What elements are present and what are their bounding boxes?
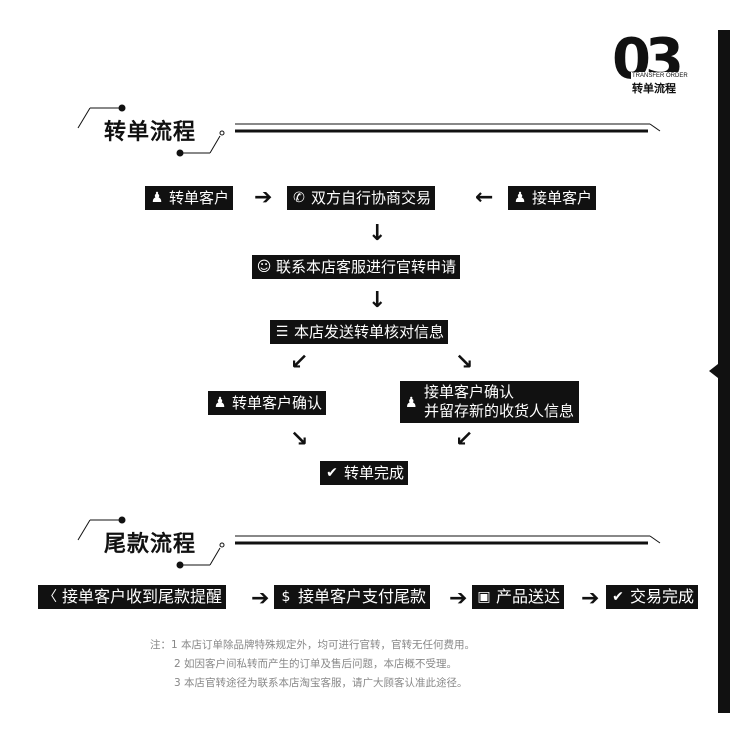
- arrow-down-right: ↘: [290, 427, 309, 452]
- arrow-right: ➔: [251, 586, 270, 611]
- arrow-right: ➔: [254, 185, 273, 210]
- user-icon: ♟: [405, 395, 418, 411]
- logo-subtitle: TRANSFER ORDER: [631, 72, 689, 80]
- side-notch: [709, 364, 718, 378]
- verify-box: ☰ 本店发送转单核对信息: [270, 320, 449, 344]
- seller-customer-box: ♟ 转单客户: [145, 186, 234, 210]
- list-icon: ☰: [275, 324, 289, 340]
- buyer-confirm-line2: 并留存新的收货人信息: [424, 402, 575, 420]
- done-label: 转单完成: [344, 464, 405, 482]
- note-line3: 3 本店官转途径为联系本店淘宝客服，请广大顾客认准此途径。: [174, 677, 468, 689]
- balance-step3-label: 产品送达: [496, 587, 561, 606]
- buyer-confirm-line1: 接单客户确认: [424, 383, 515, 401]
- balance-step3-box: ▣ 产品送达: [472, 585, 565, 609]
- notes: 注：1 本店订单除品牌特殊规定外，均可进行官转，官转无任何费用。 2 如因客户间…: [150, 636, 475, 693]
- section1-decoration: [77, 104, 661, 157]
- seller-customer-label: 转单客户: [169, 189, 230, 207]
- phone-icon: ✆: [293, 190, 305, 206]
- arrow-right: ➔: [449, 586, 468, 611]
- section2-decoration: [77, 516, 661, 569]
- negotiate-label: 双方自行协商交易: [311, 189, 432, 207]
- balance-step2-label: 接单客户支付尾款: [298, 587, 427, 606]
- side-bar: [718, 30, 730, 713]
- user-icon: ♟: [150, 190, 164, 206]
- arrow-left: ←: [475, 185, 494, 210]
- done-box: ✔ 转单完成: [320, 461, 409, 485]
- contact-box: ☺ 联系本店客服进行官转申请: [252, 255, 461, 279]
- note-line1: 注：1 本店订单除品牌特殊规定外，均可进行官转，官转无任何费用。: [150, 639, 476, 651]
- arrow-down-left: ↙: [455, 427, 474, 452]
- buyer-customer-box: ♟ 接单客户: [508, 186, 597, 210]
- arrow-right: ➔: [581, 586, 600, 611]
- section2-title: 尾款流程: [104, 532, 197, 557]
- chat-icon: 〈: [43, 589, 57, 605]
- arrow-down-left: ↙: [290, 350, 309, 375]
- balance-step4-box: ✔ 交易完成: [606, 585, 699, 609]
- balance-step2-box: $ 接单客户支付尾款: [274, 585, 431, 609]
- seller-confirm-box: ♟ 转单客户确认: [208, 391, 327, 415]
- verify-label: 本店发送转单核对信息: [294, 323, 445, 341]
- arrow-down-right: ↘: [455, 350, 474, 375]
- user-icon: ♟: [513, 190, 527, 206]
- seller-confirm-label: 转单客户确认: [232, 394, 323, 412]
- contact-label: 联系本店客服进行官转申请: [276, 258, 457, 276]
- buyer-confirm-box: ♟ 接单客户确认 并留存新的收货人信息: [400, 381, 580, 423]
- check-circle-icon: ✔: [326, 465, 338, 481]
- smile-icon: ☺: [256, 259, 272, 275]
- section1-title: 转单流程: [104, 120, 197, 145]
- logo-title: 转单流程: [631, 82, 677, 95]
- note-line2: 2 如因客户间私转而产生的订单及售后问题，本店概不受理。: [174, 658, 458, 670]
- negotiate-box: ✆ 双方自行协商交易: [287, 186, 436, 210]
- buyer-customer-label: 接单客户: [532, 189, 593, 207]
- arrow-down: ↓: [368, 288, 387, 313]
- balance-step1-label: 接单客户收到尾款提醒: [62, 587, 223, 606]
- user-icon: ♟: [213, 395, 227, 411]
- balance-step4-label: 交易完成: [630, 587, 695, 606]
- logo-number: 03: [612, 27, 684, 92]
- arrow-down: ↓: [368, 221, 387, 246]
- money-bag-icon: $: [281, 589, 291, 605]
- truck-icon: ▣: [477, 589, 491, 605]
- check-circle-icon: ✔: [612, 589, 624, 605]
- balance-step1-box: 〈 接单客户收到尾款提醒: [38, 585, 227, 609]
